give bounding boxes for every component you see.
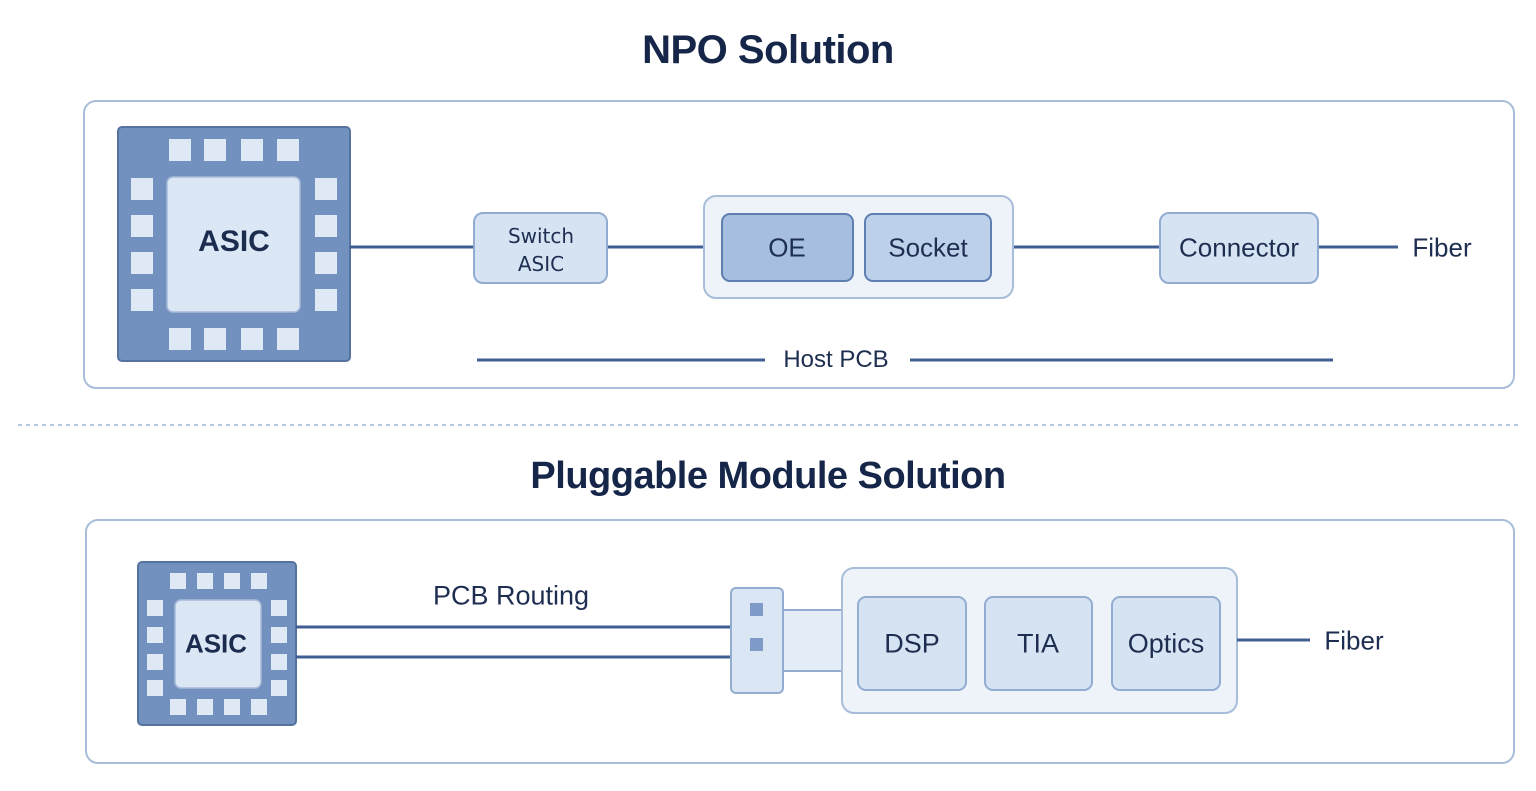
pluggable-asic-chip xyxy=(137,561,297,726)
tia-label: TIA xyxy=(1016,628,1060,659)
switch-asic-label-line2: ASIC xyxy=(517,252,565,276)
npo-asic-chip xyxy=(117,126,351,362)
switch-asic-box xyxy=(473,212,608,284)
dsp-box xyxy=(857,596,967,691)
tia-box xyxy=(984,596,1093,691)
socket-box xyxy=(864,213,992,282)
optics-box xyxy=(1111,596,1221,691)
module-cage xyxy=(730,587,843,694)
connector-label: Connector xyxy=(1179,232,1299,263)
pluggable-fiber-label: Fiber xyxy=(1324,625,1384,656)
npo-fiber-label: Fiber xyxy=(1412,232,1472,263)
npo-asic-label: ASIC xyxy=(198,225,270,258)
oe-box xyxy=(721,213,854,282)
host-pcb-label: Host PCB xyxy=(783,346,889,373)
switch-asic-label-line1: Switch xyxy=(507,224,575,248)
connector-box xyxy=(1159,212,1319,284)
pcb-routing-label: PCB Routing xyxy=(432,580,590,611)
npo-title: NPO Solution xyxy=(642,28,894,72)
pluggable-title: Pluggable Module Solution xyxy=(530,455,1006,497)
dsp-label: DSP xyxy=(884,628,940,659)
socket-label: Socket xyxy=(888,232,968,263)
pluggable-asic-label: ASIC xyxy=(184,628,248,659)
oe-label: OE xyxy=(768,232,806,263)
pluggable-asic-die xyxy=(174,599,262,689)
npo-asic-die xyxy=(166,176,301,313)
pluggable-asic-pins xyxy=(147,573,287,715)
optics-label: Optics xyxy=(1127,628,1205,659)
pcb-routing-lines xyxy=(296,625,731,659)
npo-asic-pins xyxy=(131,139,337,350)
